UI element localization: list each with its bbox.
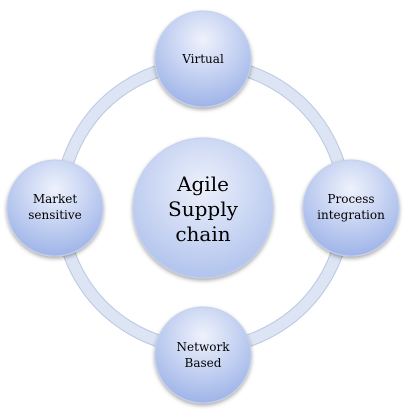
node-process-integration-label-line-1: Process bbox=[327, 192, 374, 206]
node-market-sensitive-label-line-2: sensitive bbox=[28, 208, 82, 222]
center-label-line-1: Agile bbox=[176, 172, 229, 196]
node-market-sensitive: Market sensitive bbox=[6, 159, 104, 257]
node-process-integration-label-line-2: integration bbox=[317, 208, 385, 222]
node-network-based-label-line-1: Network bbox=[177, 340, 231, 354]
node-process-integration: Process integration bbox=[302, 159, 400, 257]
node-network-based-label-line-2: Based bbox=[185, 356, 222, 370]
node-network-based: Network Based bbox=[154, 306, 252, 404]
node-virtual: Virtual bbox=[154, 10, 252, 108]
node-virtual-label: Virtual bbox=[181, 52, 224, 66]
node-market-sensitive-label-line-1: Market bbox=[33, 192, 78, 206]
center-label-line-2: Supply bbox=[168, 197, 239, 221]
center-label-line-3: chain bbox=[175, 222, 230, 246]
center-node: Agile Supply chain bbox=[132, 137, 274, 279]
